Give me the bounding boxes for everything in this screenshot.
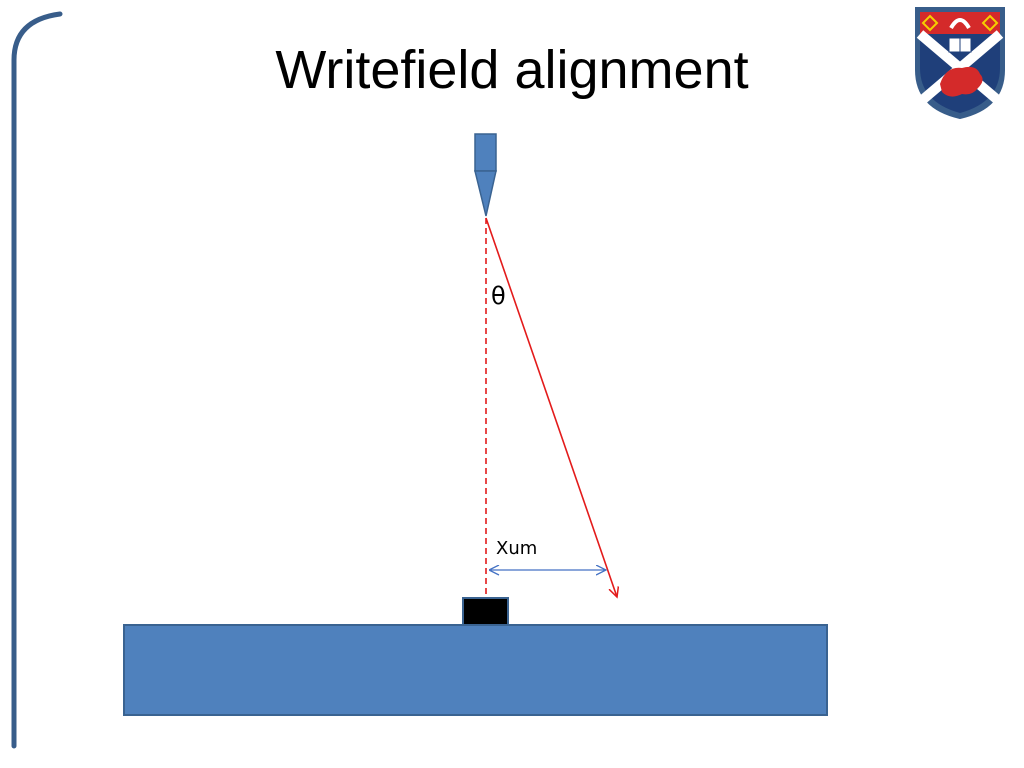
distance-label: Xum — [496, 538, 537, 559]
angle-label: θ — [491, 282, 506, 310]
beam-column-tip — [474, 133, 497, 217]
alignment-marker — [462, 597, 509, 626]
deflected-beam-arrow — [485, 217, 617, 597]
university-crest-logo — [915, 7, 1005, 120]
sample-stage — [123, 624, 828, 716]
left-bracket-decoration — [11, 11, 63, 749]
slide-title: Writefield alignment — [275, 40, 749, 100]
